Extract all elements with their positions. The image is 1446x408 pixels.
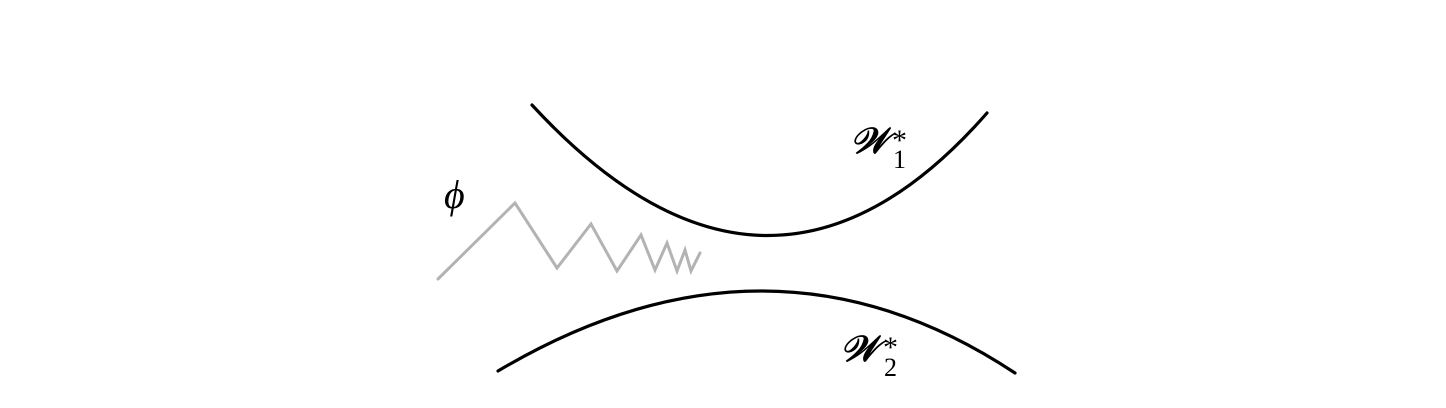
lower-wall-superscript: * (883, 331, 898, 364)
lower-wall-symbol: 𝒲 (840, 328, 886, 370)
upper-wall-label: 𝒲 * 1 (850, 120, 907, 174)
upper-wall-superscript: * (892, 124, 907, 157)
lower-wall-label: 𝒲 * 2 (840, 328, 898, 382)
lower-wall-curve (496, 289, 1017, 375)
upper-wall-subscript: 1 (893, 145, 906, 174)
upper-wall-symbol: 𝒲 (850, 120, 896, 162)
lower-wall-subscript: 2 (884, 353, 897, 382)
upper-wall-curve (530, 103, 989, 238)
wave-zigzag (436, 200, 702, 281)
phi-label: ϕ (444, 172, 465, 217)
